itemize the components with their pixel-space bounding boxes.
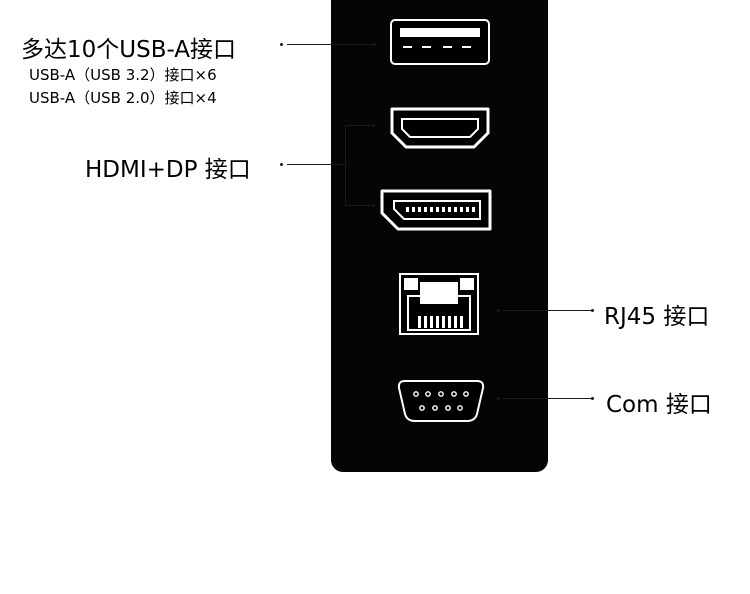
db9-com-port-icon xyxy=(397,380,485,422)
hdmi-port-icon xyxy=(390,107,490,149)
hdmi-leader-dot-left xyxy=(280,163,283,166)
com-leader-dot-left xyxy=(497,397,500,400)
usb-leader-dot-right xyxy=(373,43,376,46)
displayport-icon xyxy=(380,189,492,231)
usb-leader-dot-left xyxy=(280,43,283,46)
dp-point-dot xyxy=(372,204,375,207)
usb-title: 多达10个USB-A接口 xyxy=(21,37,237,63)
hdmi-dp-title: HDMI+DP 接口 xyxy=(85,157,251,183)
rj45-leader-dot-right xyxy=(591,309,594,312)
hdmi-bracket-top xyxy=(345,125,371,126)
rj45-leader-line xyxy=(503,310,591,311)
usb-a-port-icon xyxy=(390,19,490,65)
dp-bracket-bottom xyxy=(345,205,371,206)
hdmi-leader-line xyxy=(287,164,345,165)
rj45-port-icon xyxy=(399,273,479,335)
hdmi-point-dot xyxy=(372,124,375,127)
com-leader-dot-right xyxy=(591,397,594,400)
usb-spec-line-1: USB-A（USB 3.2）接口×6 xyxy=(29,66,217,84)
com-title: Com 接口 xyxy=(606,392,712,418)
rj45-title: RJ45 接口 xyxy=(604,304,710,330)
hdmi-dp-bracket-vertical xyxy=(345,125,346,206)
usb-leader-line xyxy=(287,44,373,45)
rj45-leader-dot-left xyxy=(497,309,500,312)
usb-spec-line-2: USB-A（USB 2.0）接口×4 xyxy=(29,89,217,107)
com-leader-line xyxy=(503,398,591,399)
